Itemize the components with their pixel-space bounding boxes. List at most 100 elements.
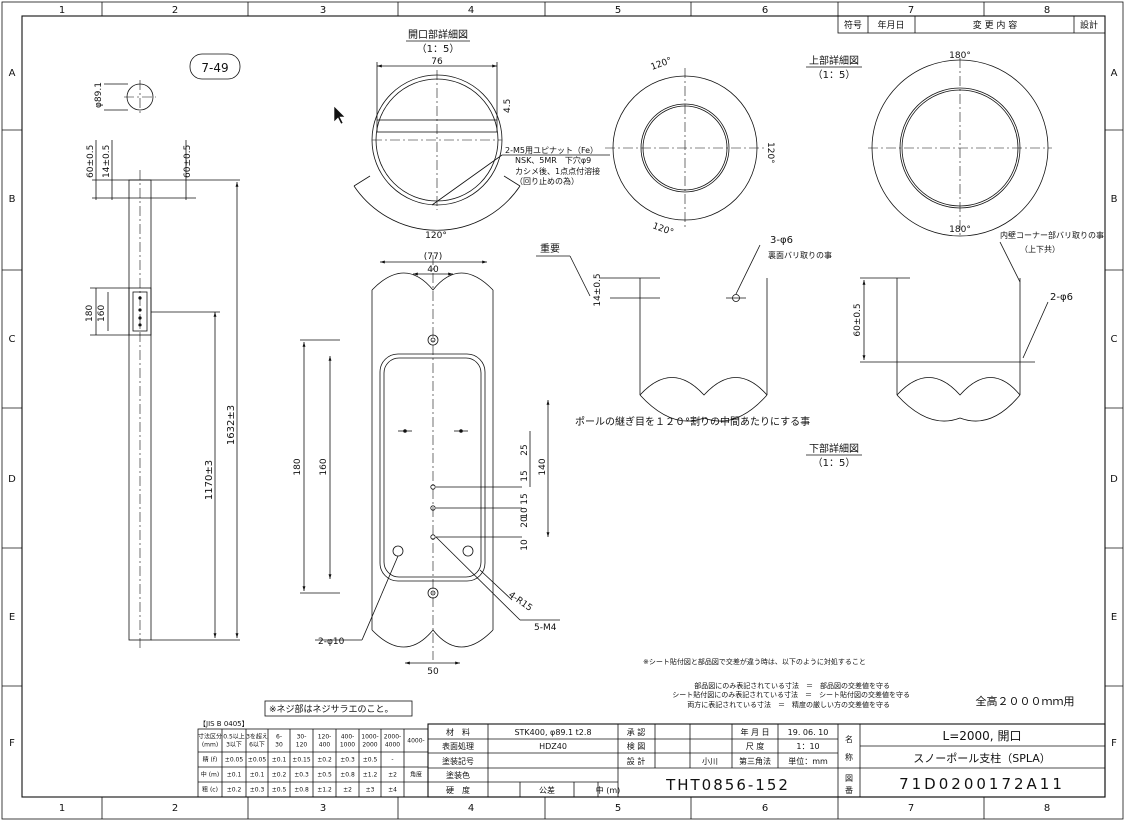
tolerance-cell: -: [391, 757, 393, 764]
upper-section-dim: 1170±3: [204, 460, 215, 500]
tolerance-header-cell: 6以下: [249, 742, 265, 749]
tolerance-cell: ±0.1: [272, 757, 287, 764]
col-label: 8: [1044, 5, 1050, 16]
burr-note: 裏面バリ取りの事: [768, 250, 832, 260]
tolerance-header-cell: 6-: [276, 734, 282, 741]
top-angle-180a: 180°: [949, 51, 971, 61]
pipe-diameter: φ89.1: [94, 82, 104, 108]
note-line-2: シート貼付図にのみ表記されている寸法 ＝ シート貼付図の交差値を守る: [672, 690, 910, 699]
note-line-3: 両方に表記されている寸法 ＝ 精度の厳しい方の交差値を守る: [687, 700, 890, 709]
tolerance-header-cell: 120-: [318, 734, 332, 741]
dim-15a: 15: [520, 470, 530, 481]
hole-note: 2-φ10: [318, 637, 345, 647]
row-label: A: [9, 68, 16, 79]
drawing-number: THT0856-152: [665, 776, 790, 794]
revision-header: 符号 年月日 変 更 内 容 設計: [837, 15, 1106, 34]
dim-60-right: 60±0.5: [183, 145, 193, 178]
top-title: 上部詳細図: [809, 54, 859, 67]
name-label-1: 名: [845, 734, 853, 744]
scale-label: 尺 度: [746, 741, 765, 751]
col-label: 5: [615, 5, 621, 16]
tolerance-header-cell: 400: [319, 742, 331, 749]
surface-value: HDZ40: [539, 742, 567, 751]
row-label: D: [8, 474, 16, 485]
col-label: 4: [468, 5, 474, 16]
item-number-tag: 7-49: [189, 53, 241, 80]
tolerance-cell: ±0.1: [250, 772, 265, 779]
dim-15b: 15: [520, 493, 530, 504]
tolerance-cell: ±2: [388, 772, 397, 779]
bottom-dim-14: 14±0.5: [593, 273, 603, 306]
tolerance-header-cell: (mm): [202, 742, 218, 749]
check-label: 検 図: [627, 741, 646, 751]
bottom-dim-60: 60±0.5: [853, 303, 863, 336]
figure-number: 71D0200172A11: [899, 775, 1065, 793]
front-height-160: 160: [319, 458, 329, 475]
important-label: 重要: [540, 242, 560, 255]
tolerance-cell: ±1.2: [317, 787, 332, 794]
tolerance-header-cell: 2000: [362, 742, 377, 749]
dim-20: 20: [520, 516, 530, 528]
dim-25: 25: [520, 444, 530, 455]
tolerance-cell: ±2: [343, 787, 352, 794]
name-label-2: 称: [845, 752, 853, 762]
tolerance-cell: 精 (f): [203, 756, 218, 764]
col-label: 4: [468, 803, 474, 814]
mouse-cursor-icon: [333, 105, 346, 125]
dim-10b: 10: [520, 507, 530, 519]
projection: 第三角法: [739, 756, 771, 766]
seam-note: ポールの継ぎ目を１２０°割りの中間あたりにする事: [575, 415, 810, 428]
top-scale: （1：5）: [813, 69, 856, 81]
tolerance-value: 中 (m): [596, 785, 621, 795]
col-label: 8: [1044, 803, 1050, 814]
screw-note: ※ネジ部はネジサラエのこと。: [269, 703, 394, 715]
tolerance-cell: ±4: [388, 787, 397, 794]
row-label: A: [1111, 68, 1118, 79]
material-value: STK400, φ89.1 t2.8: [514, 728, 591, 737]
tolerance-cell: ±0.5: [317, 772, 332, 779]
tolerance-header-cell: 4000: [385, 742, 400, 749]
total-height-dim: 1632±3: [226, 405, 237, 445]
hole6b-note: 2-φ6: [1050, 292, 1073, 303]
rev-content: 変 更 内 容: [973, 19, 1018, 31]
dim-160: 160: [97, 305, 107, 322]
svg-text:7-49: 7-49: [201, 61, 228, 75]
tolerance-cell: ±0.3: [294, 772, 309, 779]
row-label: E: [1111, 612, 1117, 623]
top-detail: 120° 120° 120° 上部詳細図 （1：5） 180° 180°: [605, 51, 1052, 238]
tolerance-cell: ±3: [366, 787, 375, 794]
col-label: 5: [615, 803, 621, 814]
dim-180: 180: [85, 305, 95, 322]
nut-note: 2-M5用ユピナット（Fe）: [505, 146, 598, 155]
front-height-180: 180: [293, 458, 303, 475]
col-label: 3: [320, 5, 326, 16]
opening-detail: 開口部詳細図 （1：5） 76 4.5 120° 2-M5用ユピナット（Fe） …: [353, 28, 610, 241]
row-label: B: [1111, 194, 1118, 205]
rev-symbol: 符号: [844, 19, 862, 31]
weld-note: カシメ後、1点点付溶接: [515, 166, 600, 176]
opening-depth: 4.5: [503, 99, 513, 113]
part-name-2: スノーポール支柱（SPLA）: [913, 751, 1051, 765]
part-name-1: L=2000, 開口: [943, 729, 1022, 743]
opening-title: 開口部詳細図: [408, 28, 468, 41]
opening-scale: （1：5）: [417, 43, 460, 55]
row-label: B: [9, 194, 16, 205]
title-block: 材 料 STK400, φ89.1 t2.8 表面処理 HDZ40 塗装記号 塗…: [427, 723, 1106, 798]
note-header: ※シート貼付図と部品図で交差が違う時は、以下のように対処すること: [643, 657, 866, 666]
col-label: 2: [172, 803, 178, 814]
top-angle-2: 120°: [765, 142, 775, 164]
tolerance-header-cell: 120: [296, 742, 308, 749]
fig-label-1: 図: [845, 774, 853, 783]
tolerance-cell: ±0.05: [248, 757, 267, 764]
tolerance-header-cell: 4000-: [407, 738, 424, 745]
tolerance-title: 【JIS B 0405】: [199, 720, 249, 728]
tolerance-cell: ±0.2: [317, 757, 332, 764]
tolerance-header-cell: 3を超え: [246, 733, 268, 741]
design-label: 設 計: [627, 756, 646, 766]
tolerance-cell: ±0.15: [292, 757, 311, 764]
surface-label: 表面処理: [442, 741, 474, 751]
col-label: 6: [762, 5, 768, 16]
front-width-77: (77): [424, 252, 442, 262]
